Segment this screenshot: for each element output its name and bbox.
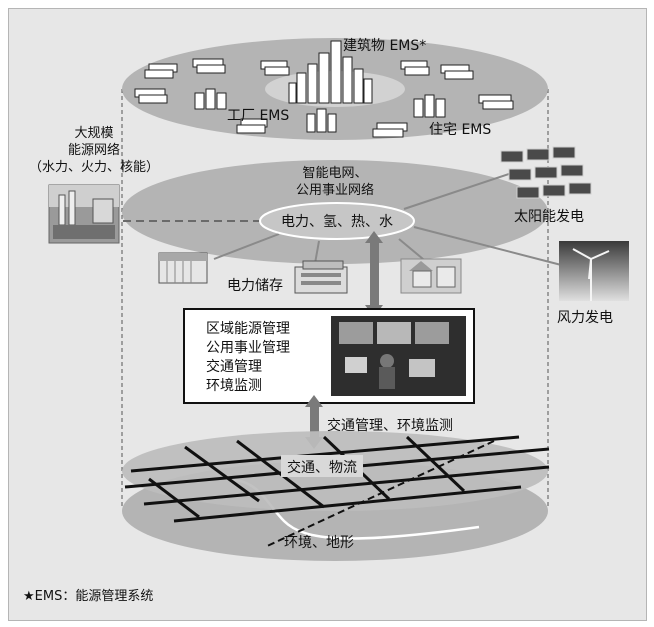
traffic-logistics-label: 交通、物流: [287, 459, 357, 476]
link-solar: [403, 173, 510, 210]
power-plant-image: [48, 184, 120, 244]
solar-label: 太阳能发电: [514, 209, 584, 225]
diagram-panel: 建筑物 EMS* 工厂 EMS 住宅 EMS 智能电网、 公用事业网络 电力、氢…: [8, 8, 647, 621]
mgmt-item-3: 交通管理: [206, 358, 262, 375]
environment-terrain-label: 环境、地形: [284, 535, 354, 551]
footnote: ★EMS：能源管理系统: [23, 589, 153, 604]
boundary-dashed-line: [264, 440, 495, 548]
traffic-label-bg: [281, 455, 363, 477]
wind-label: 风力发电: [557, 310, 613, 326]
utilities-hub: [259, 202, 415, 240]
large-scale-label-2: 能源网络: [68, 142, 120, 158]
large-scale-label-1: 大规模: [74, 126, 113, 141]
smart-grid-label-1: 智能电网、: [302, 166, 367, 181]
house-image: [400, 258, 462, 294]
solar-panels: 太阳能发电: [500, 146, 592, 225]
smart-grid-layer: 智能电网、 公用事业网络 电力、氢、热、水: [119, 160, 570, 270]
wind-turbine-image: [559, 241, 629, 301]
large-scale-network: 大规模 能源网络 （水力、火力、核能）: [29, 126, 159, 244]
mgmt-item-1: 区域能源管理: [206, 321, 290, 337]
link-storage: [213, 233, 280, 260]
mgmt-item-2: 公用事业管理: [206, 340, 290, 356]
large-scale-label-3: （水力、火力、核能）: [29, 160, 159, 175]
traffic-env-monitor-label: 交通管理、环境监测: [327, 417, 453, 434]
smart-grid-label-2: 公用事业网络: [296, 182, 374, 198]
wind-turbine: 风力发电: [557, 241, 629, 326]
storage-label: 电力储存: [227, 278, 283, 294]
buildings-layer: 建筑物 EMS* 工厂 EMS 住宅 EMS: [122, 38, 548, 140]
link-wind: [413, 226, 570, 268]
utilities-hub-label: 电力、氢、热、水: [281, 214, 393, 230]
office-building: [294, 260, 348, 294]
residential-ems-label: 住宅 EMS: [429, 122, 491, 138]
factory-ems-label: 工厂 EMS: [227, 108, 289, 124]
mgmt-item-4: 环境监测: [206, 378, 262, 394]
building-ems-label: 建筑物 EMS*: [343, 38, 426, 54]
diagram-canvas: 建筑物 EMS* 工厂 EMS 住宅 EMS 智能电网、 公用事业网络 电力、氢…: [23, 38, 629, 604]
control-room-image: [331, 316, 466, 396]
transport-layer: 交通、物流: [122, 431, 550, 548]
management-center: 区域能源管理 公用事业管理 交通管理 环境监测: [183, 308, 475, 404]
storage-unit: [158, 252, 208, 284]
